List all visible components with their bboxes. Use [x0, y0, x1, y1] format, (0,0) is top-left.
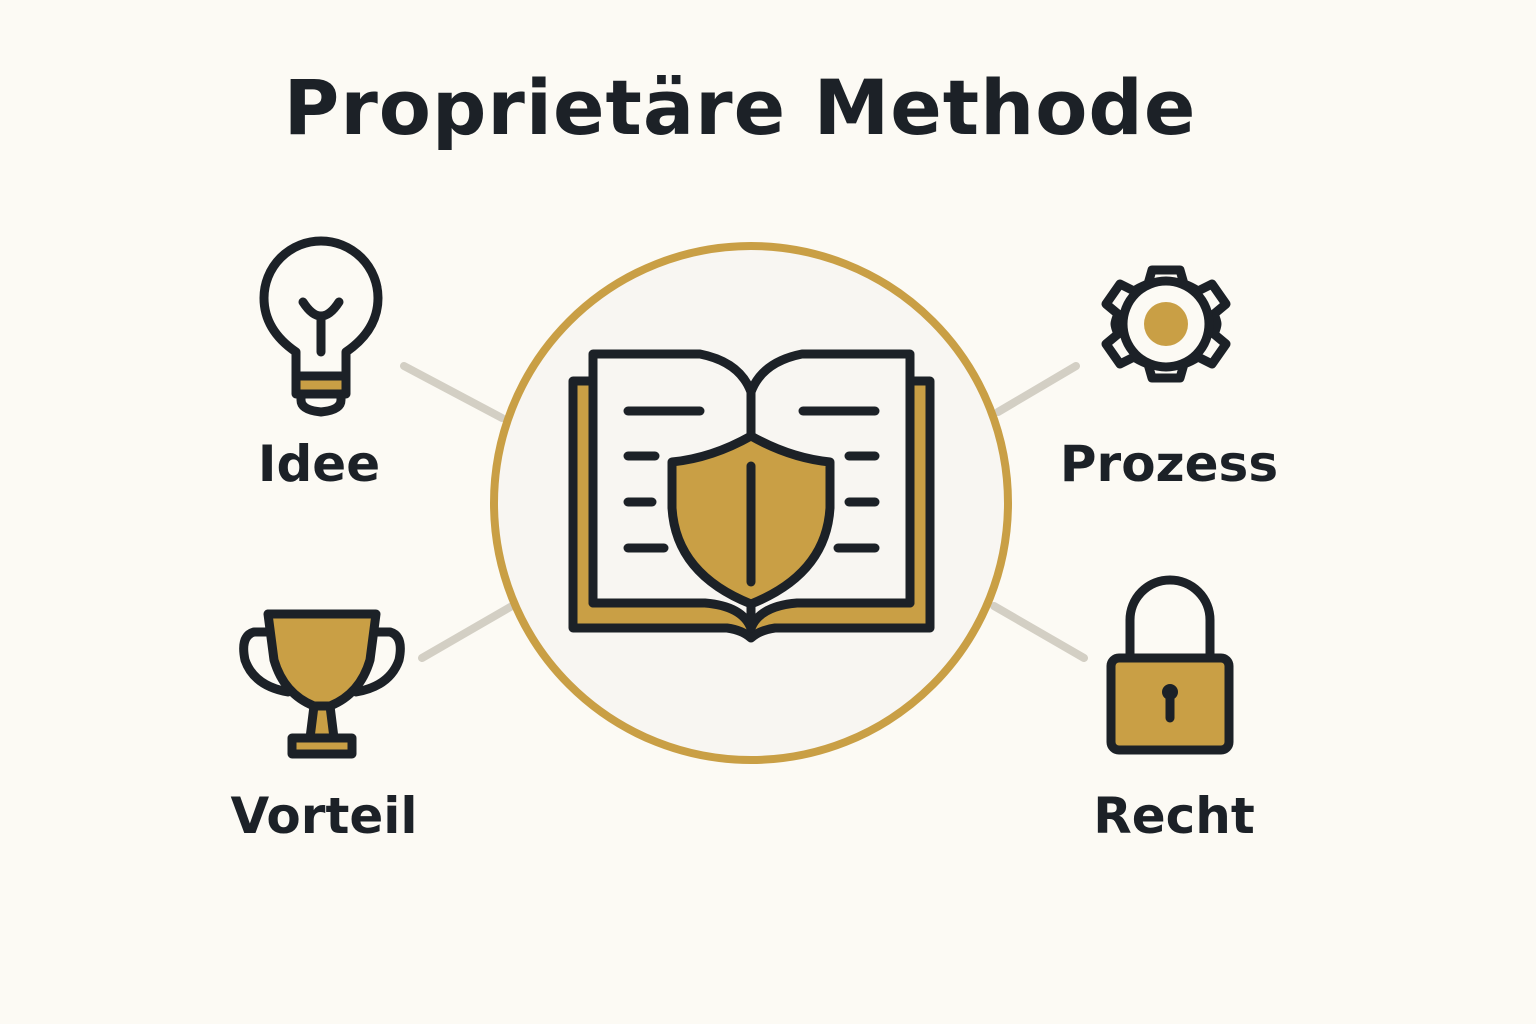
padlock-icon [1106, 575, 1234, 755]
trophy-icon [239, 609, 405, 759]
connector-idee [400, 362, 506, 422]
lightbulb-icon [259, 236, 383, 417]
connector-recht [990, 602, 1088, 662]
node-label-idee: Idee [257, 435, 381, 493]
node-label-prozess: Prozess [1059, 435, 1279, 493]
page-title: Proprietäre Methode [283, 63, 1197, 152]
connector-prozess [994, 362, 1080, 416]
connector-lines [400, 362, 1088, 662]
node-label-recht: Recht [1093, 787, 1255, 845]
gear-icon [1101, 265, 1231, 383]
node-label-vorteil: Vorteil [230, 787, 418, 845]
connector-vorteil [418, 602, 516, 662]
open-book-with-shield-icon [568, 349, 935, 643]
